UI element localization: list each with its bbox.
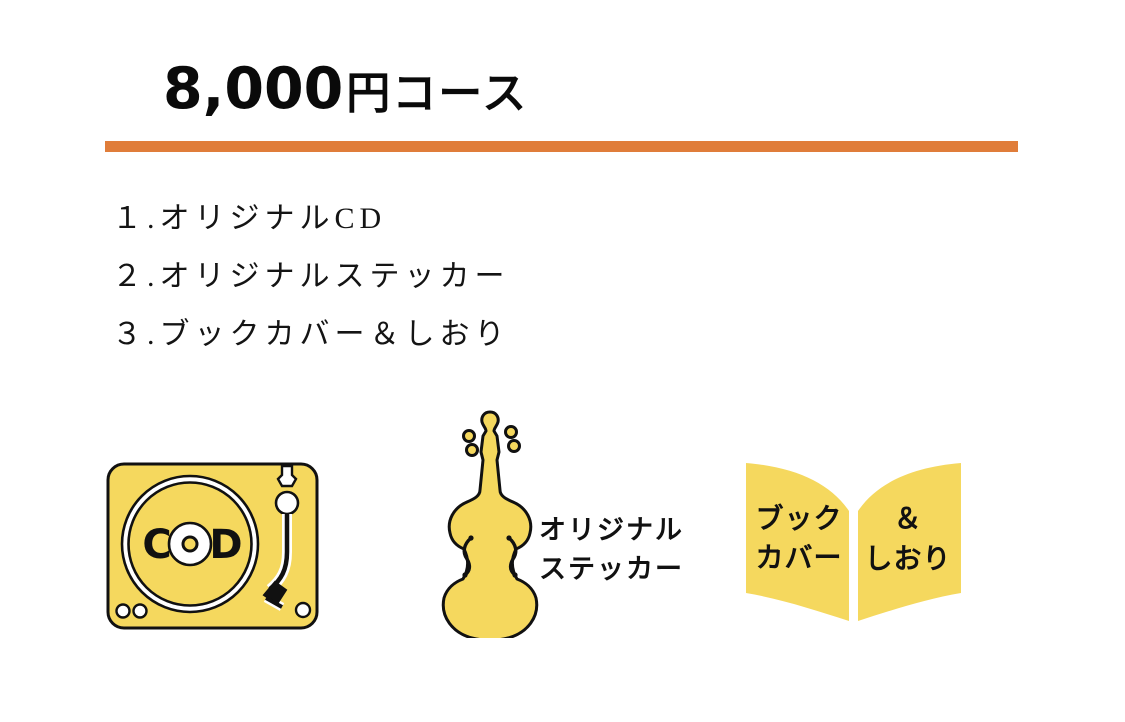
violin-icon [441,410,539,638]
book-right-line1: ＆ [893,502,922,535]
sticker-caption-line1: オリジナル [539,515,684,546]
sticker-caption-line2: ステッカー [539,554,684,585]
record-spindle [181,535,199,553]
violin-f-holes [462,535,518,578]
book-left-page [746,463,849,621]
book-left-line2: カバー [755,541,842,574]
orange-divider [105,141,1018,152]
record-letter-d: D [209,522,242,568]
record-letter-c: C [142,522,171,568]
turntable-button [115,603,131,619]
violin-pegs [462,425,521,457]
price-number: 8,000 [163,56,344,122]
list-item: ２.オリジナルステッカー [112,260,510,293]
list-item: ３.ブックカバー＆しおり [112,318,510,351]
page-title: 8,000 円コース [163,56,528,122]
turntable-button [132,603,148,619]
turntable-icon: C D [106,462,319,630]
book-left-line1: ブック [755,502,842,535]
book-right-line2: しおり [864,542,951,575]
benefit-list: １.オリジナルCD ２.オリジナルステッカー ３.ブックカバー＆しおり [112,204,510,378]
book-right-page [858,463,961,621]
sticker-caption: オリジナル ステッカー [539,511,684,589]
violin-body [441,410,539,638]
open-book-icon: ブック カバー ＆ しおり [746,463,961,621]
turntable-knob [294,601,312,619]
tonearm [262,464,300,611]
price-suffix: 円コース [346,69,529,118]
list-item: １.オリジナルCD [112,202,387,235]
